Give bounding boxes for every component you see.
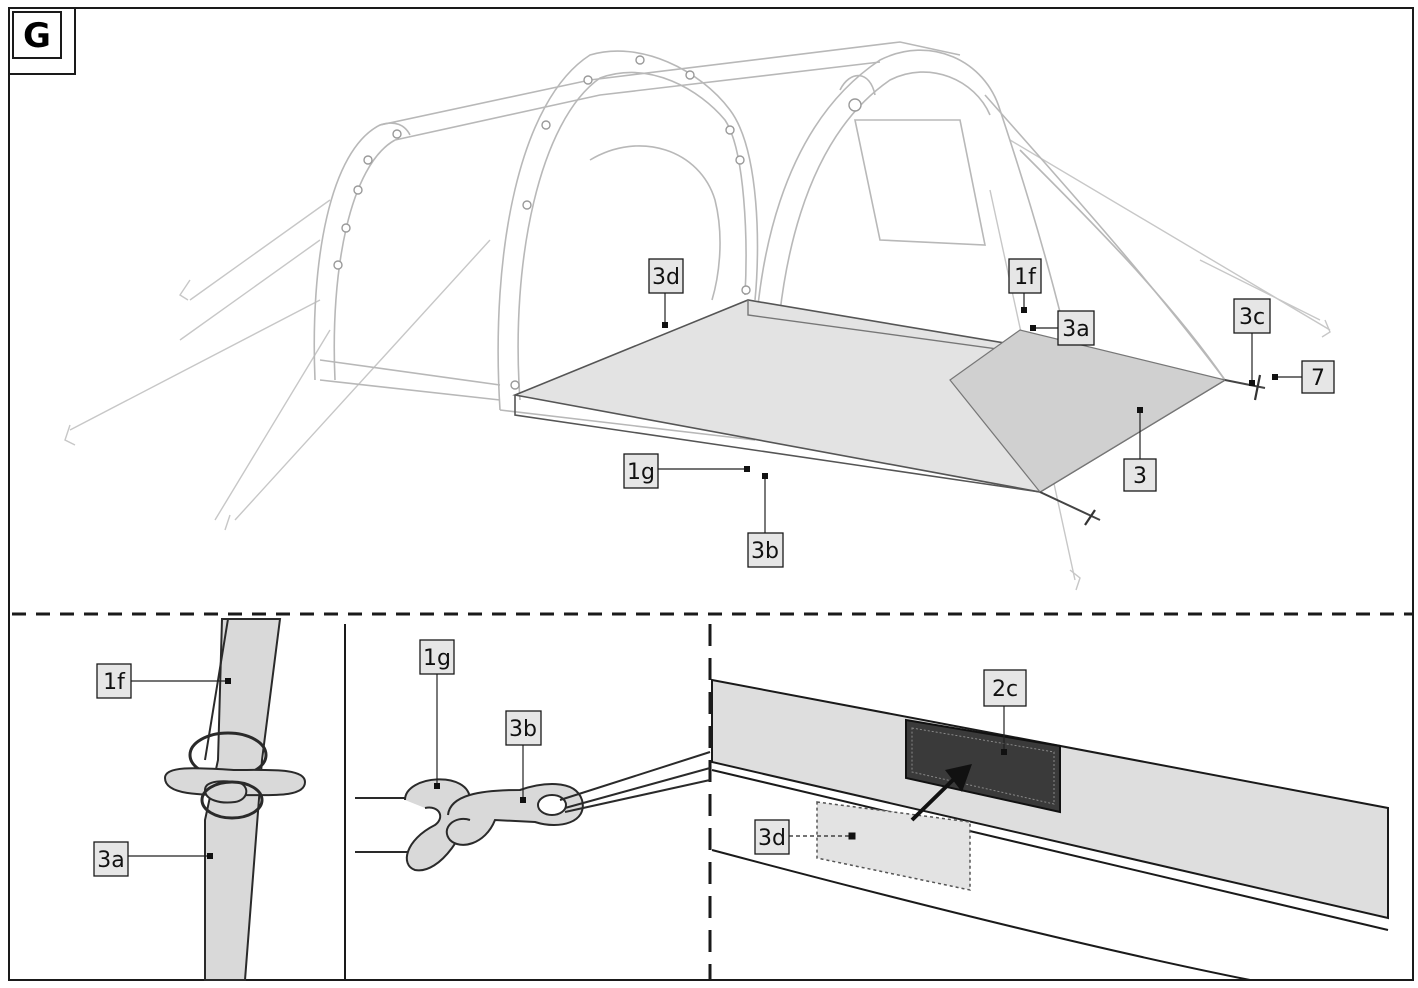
label-3b-main: 3b: [751, 539, 779, 564]
callout-1f-main: 1f: [1008, 258, 1042, 313]
groundsheet: [512, 299, 1266, 526]
detail-hook: [355, 751, 711, 872]
label-3d-main: 3d: [652, 265, 680, 290]
label-1g-main: 1g: [627, 460, 655, 485]
callout-1g-main: 1g: [623, 453, 750, 489]
callout-3d-detail: 3d: [754, 819, 856, 855]
label-3-main: 3: [1133, 464, 1147, 489]
callout-1g-detail: 1g: [419, 639, 455, 789]
callout-2c-detail: 2c: [983, 669, 1027, 755]
callout-3a-detail: 3a: [93, 841, 213, 877]
callout-7-main: 7: [1272, 360, 1335, 394]
callout-1f-detail: 1f: [96, 663, 231, 699]
callout-3d-main: 3d: [648, 258, 684, 328]
label-3c-main: 3c: [1239, 305, 1265, 330]
label-1g-detail: 1g: [423, 646, 451, 671]
callout-3c-main: 3c: [1233, 298, 1271, 386]
label-3a-main: 3a: [1062, 317, 1089, 342]
arrow-head: [945, 764, 972, 792]
figure-letter-tab: G: [8, 7, 76, 75]
callout-3b-detail: 3b: [505, 710, 542, 803]
label-2c-detail: 2c: [992, 677, 1018, 702]
tent-illustration: [64, 41, 1331, 591]
callout-3a-main: 3a: [1030, 310, 1095, 346]
velcro-hook-strip: [905, 718, 1061, 814]
callout-3b-main: 3b: [747, 473, 784, 568]
label-3d-detail: 3d: [758, 826, 786, 851]
detail-velcro: [711, 678, 1389, 981]
label-3b-detail: 3b: [509, 717, 537, 742]
label-1f-main: 1f: [1014, 265, 1037, 290]
detail-toggle: [163, 618, 307, 981]
arrow-shaft: [910, 776, 957, 822]
label-1f-detail: 1f: [103, 670, 126, 695]
figure-letter: G: [23, 16, 51, 56]
callout-3-main: 3: [1123, 407, 1157, 492]
label-7-main: 7: [1311, 366, 1325, 391]
label-3a-detail: 3a: [97, 848, 124, 873]
